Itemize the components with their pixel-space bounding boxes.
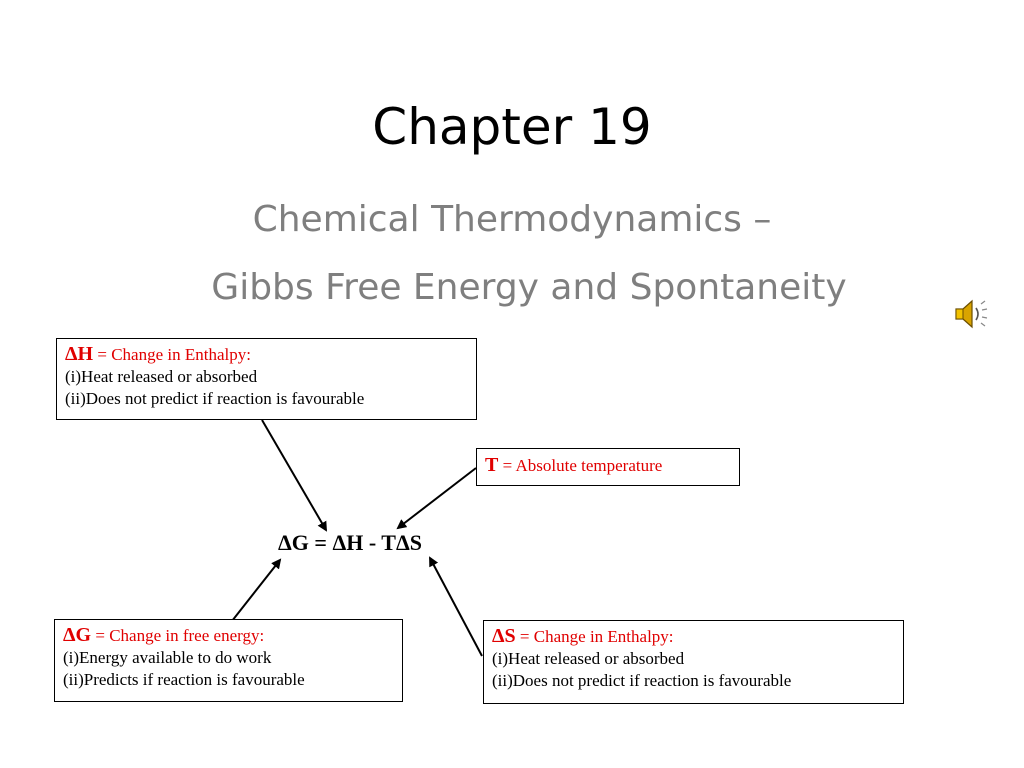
free-energy-line-2: (ii)Predicts if reaction is favourable (63, 670, 305, 689)
entropy-symbol: ΔS (492, 625, 516, 647)
gibbs-equation: ΔG = ΔH - TΔS (278, 530, 422, 555)
arrow-dh (261, 419, 328, 532)
temperature-equals: = (498, 456, 516, 475)
arrow-ds (429, 556, 483, 657)
enthalpy-line-1: (i)Heat released or absorbed (65, 367, 258, 386)
temperature-symbol: T (485, 454, 499, 476)
temperature-box: T = Absolute temperature (476, 448, 740, 486)
enthalpy-box: ΔH = Change in Enthalpy: (i)Heat release… (56, 338, 477, 420)
free-energy-equals: = (91, 626, 110, 645)
subtitle-line-1: Chemical Thermodynamics – (252, 199, 772, 240)
free-energy-symbol: ΔG (63, 624, 92, 646)
enthalpy-symbol: ΔH (65, 343, 94, 365)
enthalpy-definition: Change in Enthalpy: (111, 345, 251, 364)
temperature-definition: Absolute temperature (515, 456, 663, 475)
speaker-icon[interactable] (952, 296, 992, 332)
arrow-dg (231, 558, 282, 622)
arrow-t (396, 467, 477, 530)
entropy-line-1: (i)Heat released or absorbed (492, 649, 685, 668)
entropy-equals: = (515, 627, 534, 646)
slide-title: Chapter 19 (372, 98, 652, 156)
subtitle-line-2: Gibbs Free Energy and Spontaneity (211, 267, 847, 308)
entropy-box: ΔS = Change in Enthalpy: (i)Heat release… (483, 620, 904, 704)
free-energy-line-1: (i)Energy available to do work (63, 648, 272, 667)
free-energy-box: ΔG = Change in free energy: (i)Energy av… (54, 619, 403, 702)
enthalpy-line-2: (ii)Does not predict if reaction is favo… (65, 389, 365, 408)
entropy-line-2: (ii)Does not predict if reaction is favo… (492, 671, 792, 690)
entropy-definition: Change in Enthalpy: (533, 627, 674, 646)
enthalpy-equals: = (93, 345, 112, 364)
free-energy-definition: Change in free energy: (109, 626, 265, 645)
